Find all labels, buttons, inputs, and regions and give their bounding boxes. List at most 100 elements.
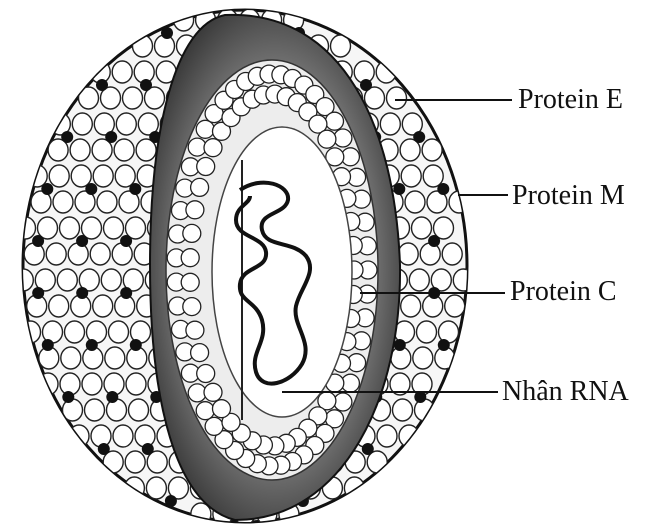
protein-m-dot <box>76 287 88 299</box>
envelope-cell <box>442 243 462 265</box>
envelope-cell <box>417 321 437 343</box>
envelope-cell <box>57 269 77 291</box>
envelope-cell <box>79 87 99 109</box>
protein-m-dot <box>105 131 117 143</box>
envelope-cell <box>90 243 110 265</box>
envelope-cell <box>71 165 91 187</box>
protein-m-dot <box>394 339 406 351</box>
envelope-cell <box>146 477 166 499</box>
protein-c-granule <box>183 224 201 242</box>
envelope-cell <box>412 217 432 239</box>
envelope-cell <box>422 139 442 161</box>
envelope-cell <box>413 347 433 369</box>
protein-m-dot <box>41 183 53 195</box>
envelope-cell <box>423 165 443 187</box>
protein-c-granule <box>197 365 215 383</box>
protein-m-dot <box>61 131 73 143</box>
envelope-cell <box>24 243 44 265</box>
protein-c-granule <box>196 120 214 138</box>
protein-m-dot <box>96 79 108 91</box>
protein-m-dot <box>130 339 142 351</box>
protein-m-dot <box>85 183 97 195</box>
protein-m-dot <box>129 183 141 195</box>
rna-nucleus <box>212 127 352 417</box>
envelope-cell <box>387 87 407 109</box>
protein-m-dot <box>142 443 154 455</box>
envelope-cell <box>104 217 124 239</box>
envelope-cell <box>49 165 69 187</box>
protein-c-granule <box>318 130 336 148</box>
envelope-cell <box>420 243 440 265</box>
protein-m-dot <box>428 235 440 247</box>
protein-c-granule <box>183 298 201 316</box>
envelope-cell <box>398 243 418 265</box>
envelope-cell <box>116 113 136 135</box>
protein-m-dot <box>437 183 449 195</box>
protein-m-dot <box>32 235 44 247</box>
envelope-cell <box>46 243 66 265</box>
envelope-cell <box>174 9 194 31</box>
protein-m-dot <box>86 339 98 351</box>
protein-m-dot <box>42 339 54 351</box>
protein-c-granule <box>326 112 344 130</box>
protein-m-dot <box>161 27 173 39</box>
envelope-cell <box>93 295 113 317</box>
protein-c-granule <box>334 129 352 147</box>
protein-m-dot <box>360 79 372 91</box>
protein-c-granule <box>334 393 352 411</box>
protein-m-dot <box>62 391 74 403</box>
envelope-cell <box>101 269 121 291</box>
envelope-cell <box>65 321 85 343</box>
protein-m-dot <box>120 287 132 299</box>
envelope-cell <box>126 373 146 395</box>
protein-c-granule <box>204 139 222 157</box>
protein-m-dot <box>98 443 110 455</box>
label-protein-e: Protein E <box>518 84 623 115</box>
protein-c-granule <box>197 158 215 176</box>
envelope-cell <box>68 243 88 265</box>
label-protein-c: Protein C <box>510 276 617 307</box>
envelope-cell <box>82 373 102 395</box>
envelope-cell <box>38 373 58 395</box>
envelope-cell <box>453 269 473 291</box>
protein-c-granule <box>213 400 231 418</box>
protein-m-dot <box>140 79 152 91</box>
envelope-cell <box>405 191 425 213</box>
envelope-cell <box>72 113 92 135</box>
protein-m-dot <box>106 391 118 403</box>
envelope-cell <box>393 399 413 421</box>
protein-m-dot <box>32 287 44 299</box>
protein-c-granule <box>186 201 204 219</box>
envelope-cell <box>49 295 69 317</box>
envelope-cell <box>114 139 134 161</box>
protein-c-granule <box>191 344 209 362</box>
envelope-cell <box>97 191 117 213</box>
protein-m-dot <box>362 443 374 455</box>
label-rna-core: Nhân RNA <box>502 376 630 407</box>
protein-c-granule <box>196 402 214 420</box>
protein-m-dot <box>120 235 132 247</box>
envelope-cell <box>401 295 421 317</box>
envelope-cell <box>85 399 105 421</box>
envelope-cell <box>129 399 149 421</box>
envelope-cell <box>109 321 129 343</box>
protein-m-dot <box>76 235 88 247</box>
envelope-cell <box>125 451 145 473</box>
envelope-cell <box>380 113 400 135</box>
protein-m-dot <box>165 495 177 507</box>
protein-c-granule <box>181 273 199 291</box>
envelope-cell <box>409 269 429 291</box>
envelope-cell <box>105 347 125 369</box>
protein-c-granule <box>204 383 222 401</box>
envelope-cell <box>344 477 364 499</box>
protein-c-granule <box>186 321 204 339</box>
protein-c-granule <box>205 417 223 435</box>
envelope-cell <box>112 61 132 83</box>
envelope-cell <box>399 425 419 447</box>
protein-m-dot <box>438 339 450 351</box>
protein-c-granule <box>181 249 199 267</box>
envelope-cell <box>376 61 396 83</box>
envelope-cell <box>70 139 90 161</box>
